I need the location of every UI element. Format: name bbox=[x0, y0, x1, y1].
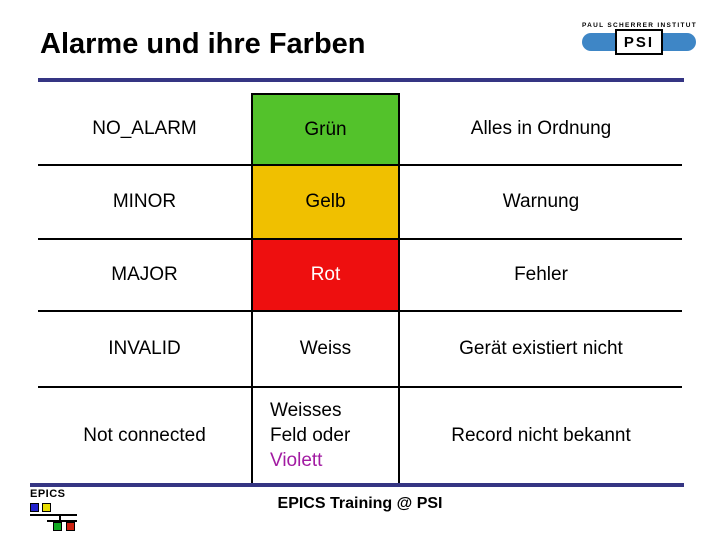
epics-node-red-icon bbox=[66, 522, 75, 531]
alarm-state: MINOR bbox=[38, 166, 251, 240]
color-cell: Weisses Feld oder Violett bbox=[251, 388, 400, 483]
alarm-state: INVALID bbox=[38, 312, 251, 388]
alarm-meaning: Gerät existiert nicht bbox=[400, 312, 682, 388]
footer-divider bbox=[30, 483, 684, 487]
alarm-meaning: Record nicht bekannt bbox=[451, 424, 631, 446]
alarm-meaning: Fehler bbox=[400, 240, 682, 312]
alarm-meaning: Alles in Ordnung bbox=[400, 93, 682, 166]
alarm-meaning: Warnung bbox=[400, 166, 682, 240]
color-cell: Grün bbox=[251, 93, 400, 166]
psi-logo-bar: PSI bbox=[582, 29, 696, 55]
psi-acronym: PSI bbox=[615, 29, 663, 55]
epics-node-blue-icon bbox=[30, 503, 39, 512]
epics-logo-label: EPICS bbox=[30, 488, 66, 500]
alarm-state: MAJOR bbox=[38, 240, 251, 312]
epics-bus-line-2 bbox=[47, 520, 77, 522]
epics-node-yellow-icon bbox=[42, 503, 51, 512]
footer-text: EPICS Training @ PSI bbox=[277, 495, 443, 512]
color-cell-line: Feld oder bbox=[270, 425, 351, 446]
epics-bus-connector bbox=[59, 516, 61, 520]
color-cell-line: Weisses bbox=[270, 400, 342, 421]
color-cell: Rot bbox=[251, 240, 400, 312]
alarm-state: Not connected bbox=[83, 424, 206, 446]
color-cell: Gelb bbox=[251, 166, 400, 240]
alarm-state: NO_ALARM bbox=[38, 93, 251, 166]
slide-title: Alarme und ihre Farben bbox=[40, 28, 366, 60]
alarm-color-table: NO_ALARM Grün Alles in Ordnung MINOR Gel… bbox=[38, 93, 682, 483]
epics-node-green-icon bbox=[53, 522, 62, 531]
epics-logo: EPICS bbox=[30, 488, 88, 538]
title-divider bbox=[38, 78, 684, 82]
color-cell: Weiss bbox=[251, 312, 400, 388]
epics-bus-line bbox=[30, 514, 77, 516]
psi-logo: PAUL SCHERRER INSTITUT PSI bbox=[582, 22, 698, 55]
color-cell-line-violett: Violett bbox=[270, 450, 323, 471]
psi-institute-name: PAUL SCHERRER INSTITUT bbox=[582, 22, 698, 29]
